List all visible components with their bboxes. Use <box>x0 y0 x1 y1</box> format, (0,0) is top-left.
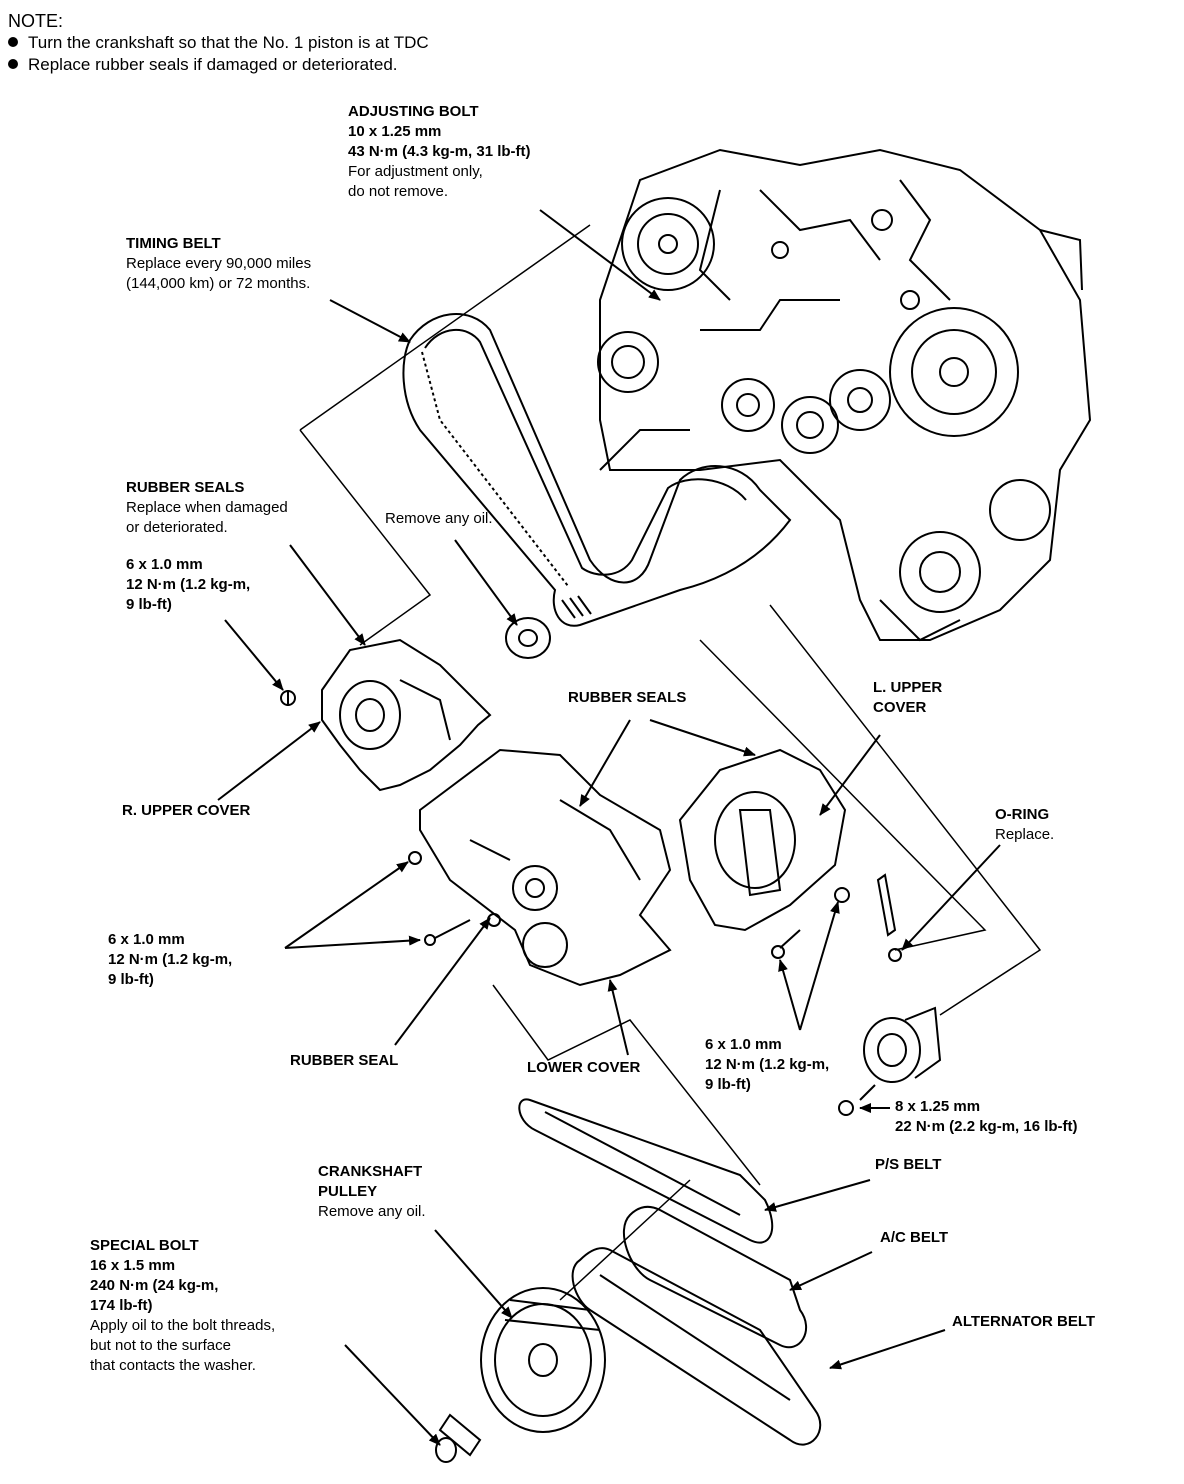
rubber-seals-left-label: RUBBER SEALS Replace when damaged or det… <box>126 478 288 538</box>
alternator-belt-label: ALTERNATOR BELT <box>952 1312 1095 1332</box>
o-ring-label: O-RING Replace. <box>995 805 1054 845</box>
tensioner-pulley-drawing <box>838 1006 942 1116</box>
l-upper-cover-line: COVER <box>873 699 927 716</box>
r-upper-cover-title: R. UPPER COVER <box>122 802 251 819</box>
cam-seal <box>505 617 551 659</box>
r-upper-cover-label: R. UPPER COVER <box>122 801 250 821</box>
special-bolt-note: Apply oil to the bolt threads, <box>90 1317 276 1334</box>
o-ring-title: O-RING <box>995 806 1050 823</box>
adjusting-bolt-title: ADJUSTING BOLT <box>348 103 479 120</box>
bolt-torque: 9 lb-ft) <box>705 1076 751 1093</box>
crankshaft-pulley-line: CRANKSHAFT <box>318 1163 423 1180</box>
bolt-torque: 22 N·m (2.2 kg-m, 16 lb-ft) <box>895 1118 1078 1135</box>
bolt-torque: 12 N·m (1.2 kg-m, <box>108 951 233 968</box>
special-bolt-title: SPECIAL BOLT <box>90 1237 199 1254</box>
adjusting-bolt-note: For adjustment only, <box>348 163 483 180</box>
special-bolt-drawing <box>435 1413 482 1463</box>
leader-lines <box>217 209 1001 1446</box>
accessory-belts-drawing <box>518 1098 822 1446</box>
rubber-seal-label: RUBBER SEAL <box>290 1051 398 1071</box>
bolt-size: 6 x 1.0 mm <box>108 931 185 948</box>
note-item: Turn the crankshaft so that the No. 1 pi… <box>8 32 429 54</box>
o-ring-drawing <box>876 873 902 962</box>
rubber-seal-title: RUBBER SEAL <box>290 1052 399 1069</box>
adjusting-bolt-size: 10 x 1.25 mm <box>348 123 442 140</box>
crankshaft-pulley-drawing <box>480 1287 606 1433</box>
adjusting-bolt-label: ADJUSTING BOLT 10 x 1.25 mm 43 N·m (4.3 … <box>348 102 531 202</box>
timing-belt-label: TIMING BELT Replace every 90,000 miles (… <box>126 234 311 294</box>
timing-belt-title: TIMING BELT <box>126 235 221 252</box>
bolt-spec-upper-left: 6 x 1.0 mm 12 N·m (1.2 kg-m, 9 lb-ft) <box>126 555 250 615</box>
timing-belt-note: Replace every 90,000 miles <box>126 255 312 272</box>
bolt-torque: 9 lb-ft) <box>108 971 154 988</box>
note-title: NOTE: <box>8 11 64 31</box>
rubber-seals-center-title: RUBBER SEALS <box>568 689 687 706</box>
ps-belt-label: P/S BELT <box>875 1155 941 1175</box>
bolt-spec-middle-right: 6 x 1.0 mm 12 N·m (1.2 kg-m, 9 lb-ft) <box>705 1035 829 1095</box>
timing-belt-drawing <box>402 313 792 627</box>
special-bolt-note: that contacts the washer. <box>90 1357 256 1374</box>
o-ring-note: Replace. <box>995 826 1055 843</box>
ac-belt-title: A/C BELT <box>880 1229 949 1246</box>
assembly-guide-lines <box>299 224 1042 1301</box>
crankshaft-pulley-line: PULLEY <box>318 1183 378 1200</box>
bolt-torque: 12 N·m (1.2 kg-m, <box>705 1056 830 1073</box>
ps-belt-title: P/S BELT <box>875 1156 942 1173</box>
bullet-icon <box>8 59 18 69</box>
left-upper-cover-drawing <box>678 748 850 959</box>
engine-assembly <box>597 148 1092 642</box>
rubber-seals-note: or deteriorated. <box>126 519 228 536</box>
note-item: Replace rubber seals if damaged or deter… <box>8 54 429 76</box>
bolt-spec-middle-left: 6 x 1.0 mm 12 N·m (1.2 kg-m, 9 lb-ft) <box>108 930 232 990</box>
lower-cover-drawing <box>408 748 672 987</box>
note-item-text: Replace rubber seals if damaged or deter… <box>28 55 398 74</box>
bolt-torque: 12 N·m (1.2 kg-m, <box>126 576 251 593</box>
special-bolt-torque: 174 lb-ft) <box>90 1297 153 1314</box>
timing-belt-note: (144,000 km) or 72 months. <box>126 275 311 292</box>
note-block: NOTE: Turn the crankshaft so that the No… <box>8 10 429 76</box>
crankshaft-pulley-note: Remove any oil. <box>318 1203 426 1220</box>
bullet-icon <box>8 37 18 47</box>
special-bolt-note: but not to the surface <box>90 1337 231 1354</box>
remove-oil-top-label: Remove any oil. <box>385 509 493 529</box>
note-item-text: Turn the crankshaft so that the No. 1 pi… <box>28 33 429 52</box>
bolt-size: 6 x 1.0 mm <box>705 1036 782 1053</box>
bolt-size: 6 x 1.0 mm <box>126 556 203 573</box>
l-upper-cover-label: L. UPPER COVER <box>873 678 942 718</box>
bolt-size: 8 x 1.25 mm <box>895 1098 981 1115</box>
crankshaft-pulley-label: CRANKSHAFT PULLEY Remove any oil. <box>318 1162 426 1222</box>
rubber-seals-center-label: RUBBER SEALS <box>568 688 686 708</box>
remove-oil-text: Remove any oil. <box>385 510 493 527</box>
alternator-belt-title: ALTERNATOR BELT <box>952 1313 1096 1330</box>
right-upper-cover-drawing <box>280 638 492 792</box>
adjusting-bolt-torque: 43 N·m (4.3 kg-m, 31 lb-ft) <box>348 143 531 160</box>
ac-belt-label: A/C BELT <box>880 1228 948 1248</box>
bolt-spec-tensioner: 8 x 1.25 mm 22 N·m (2.2 kg-m, 16 lb-ft) <box>895 1097 1078 1137</box>
special-bolt-label: SPECIAL BOLT 16 x 1.5 mm 240 N·m (24 kg-… <box>90 1236 275 1376</box>
l-upper-cover-line: L. UPPER <box>873 679 943 696</box>
lower-cover-title: LOWER COVER <box>527 1059 641 1076</box>
rubber-seals-note: Replace when damaged <box>126 499 288 516</box>
special-bolt-torque: 240 N·m (24 kg-m, <box>90 1277 219 1294</box>
adjusting-bolt-note: do not remove. <box>348 183 449 200</box>
lower-cover-label: LOWER COVER <box>527 1058 640 1078</box>
rubber-seals-title: RUBBER SEALS <box>126 479 245 496</box>
bolt-torque: 9 lb-ft) <box>126 596 172 613</box>
special-bolt-size: 16 x 1.5 mm <box>90 1257 176 1274</box>
